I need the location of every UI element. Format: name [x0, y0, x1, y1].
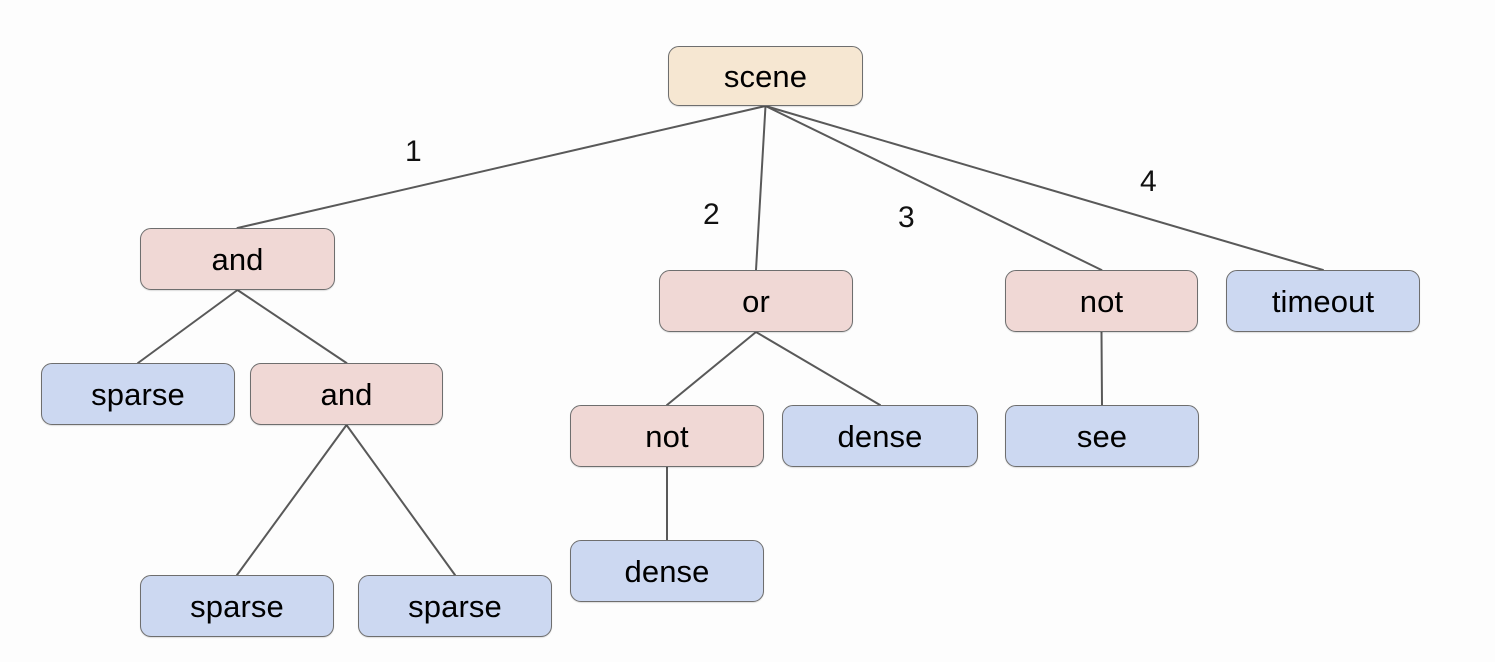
tree-edge [755, 331, 881, 406]
tree-node-label: not [1079, 283, 1124, 319]
tree-edge [755, 105, 767, 271]
tree-node-sparse[interactable]: sparse [358, 575, 552, 637]
tree-node-label: sparse [408, 588, 502, 624]
tree-node-dense[interactable]: dense [782, 405, 978, 467]
tree-node-label: sparse [190, 588, 284, 624]
tree-edge [666, 331, 757, 406]
tree-node-scene[interactable]: scene [668, 46, 863, 106]
tree-node-or[interactable]: or [659, 270, 853, 332]
tree-node-label: and [320, 376, 373, 412]
tree-node-sparse[interactable]: sparse [41, 363, 235, 425]
edge-label-1: 1 [405, 135, 422, 168]
tree-node-label: or [742, 283, 770, 319]
tree-edge [1100, 331, 1103, 406]
tree-node-label: timeout [1271, 283, 1375, 319]
tree-node-see[interactable]: see [1005, 405, 1199, 467]
tree-node-label: see [1076, 418, 1128, 454]
tree-node-and[interactable]: and [140, 228, 335, 290]
edge-label-4: 4 [1140, 165, 1157, 198]
tree-node-not[interactable]: not [570, 405, 764, 467]
tree-node-dense[interactable]: dense [570, 540, 764, 602]
tree-edge [345, 424, 456, 576]
tree-node-label: not [645, 418, 689, 454]
tree-edge [137, 289, 239, 364]
tree-edge [764, 105, 1324, 271]
tree-node-label: dense [624, 553, 710, 589]
tree-edge [236, 105, 767, 229]
tree-node-label: scene [723, 58, 808, 94]
edge-label-2: 2 [703, 198, 720, 231]
tree-node-and[interactable]: and [250, 363, 443, 425]
tree-node-timeout[interactable]: timeout [1226, 270, 1420, 332]
edge-label-3: 3 [898, 201, 915, 234]
tree-edge [236, 424, 348, 576]
tree-edge [764, 105, 1103, 271]
tree-node-label: sparse [91, 376, 185, 412]
tree-node-label: dense [837, 418, 923, 454]
tree-node-not[interactable]: not [1005, 270, 1198, 332]
tree-node-sparse[interactable]: sparse [140, 575, 334, 637]
tree-edge [236, 289, 348, 364]
tree-node-label: and [211, 241, 264, 277]
